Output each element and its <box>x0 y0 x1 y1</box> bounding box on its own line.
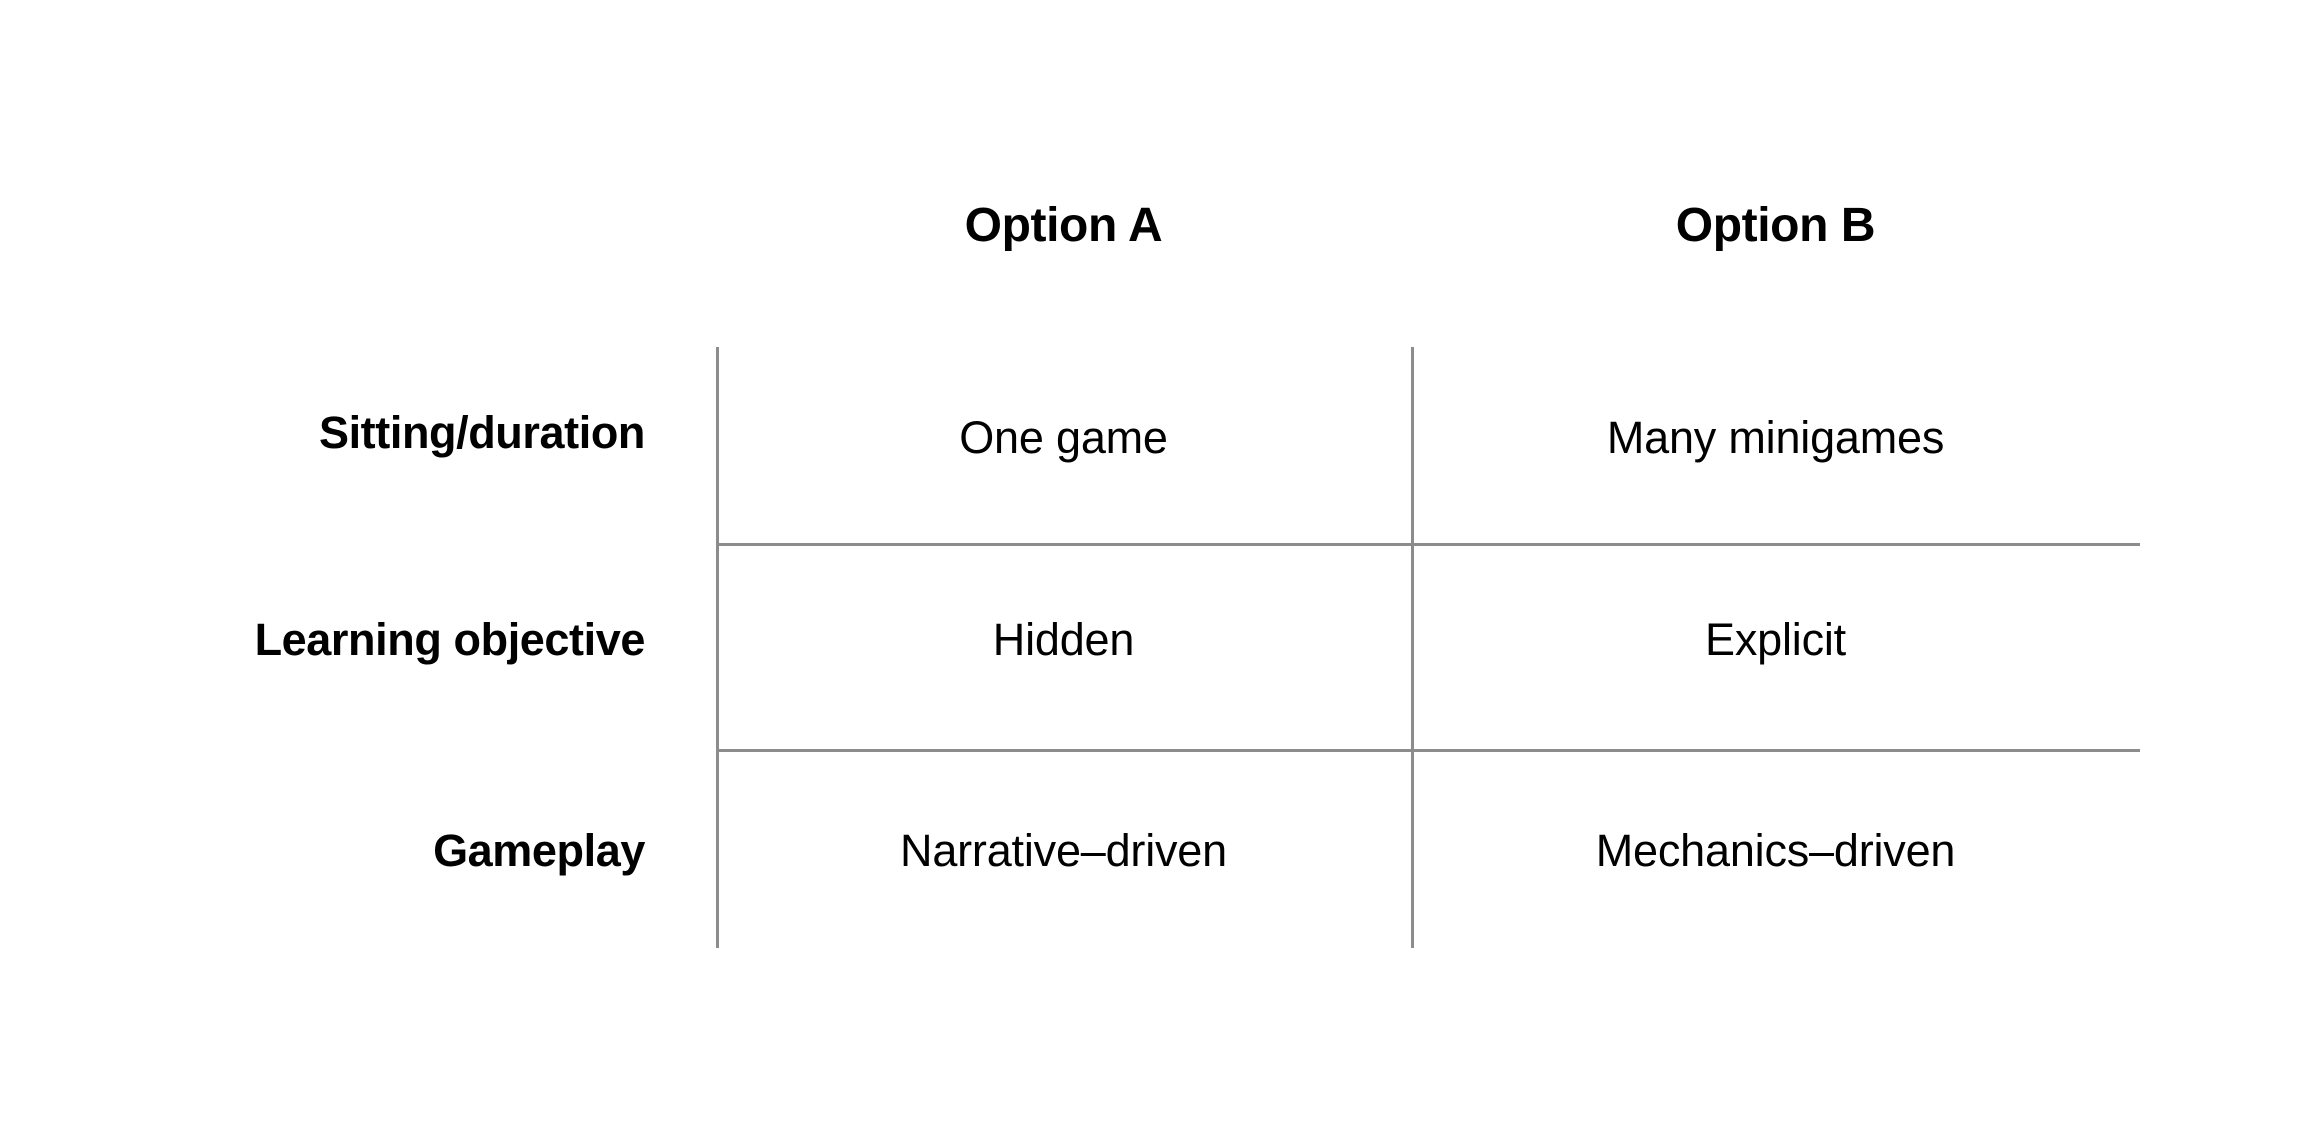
cell-sitting-duration-option-a: One game <box>959 412 1168 463</box>
vertical-rule-right <box>1411 347 1414 948</box>
row-label-gameplay: Gameplay <box>433 825 645 876</box>
cell-sitting-duration-option-b: Many minigames <box>1606 412 1945 463</box>
cell-gameplay-option-a: Narrative–driven <box>900 825 1227 876</box>
cell-learning-objective-option-a: Hidden <box>992 614 1135 665</box>
cell-gameplay-option-b: Mechanics–driven <box>1595 825 1956 876</box>
column-header-option-a: Option A <box>964 199 1163 252</box>
row-label-learning-objective: Learning objective <box>254 614 646 665</box>
cell-learning-objective-option-b: Explicit <box>1705 614 1846 665</box>
horizontal-rule-row-2 <box>716 749 2140 752</box>
column-header-option-b: Option B <box>1675 199 1876 252</box>
row-label-sitting-duration: Sitting/duration <box>318 407 645 458</box>
vertical-rule-left <box>716 347 719 948</box>
horizontal-rule-row-1 <box>716 543 2140 546</box>
